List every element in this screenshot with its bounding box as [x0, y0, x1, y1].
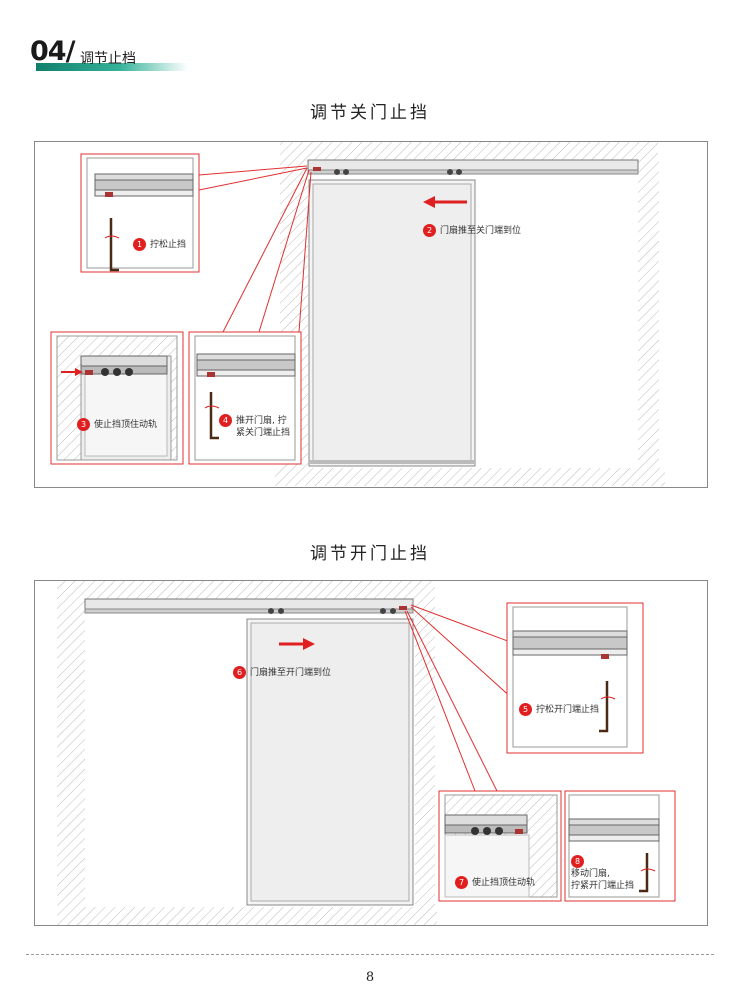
- step-badge: 1: [133, 238, 146, 251]
- step-6-text: 门扇推至开门端到位: [250, 668, 332, 678]
- step-5-label: 5 拧松开门端止挡: [519, 703, 599, 716]
- step-1-text: 拧松止挡: [150, 240, 187, 250]
- step-4-label: 4 推开门扇, 拧紧关门端止挡: [219, 414, 290, 439]
- step-5-text: 拧松开门端止挡: [536, 705, 600, 715]
- step-8-text-line1: 移动门扇,: [571, 869, 610, 879]
- step-badge: 2: [423, 224, 436, 237]
- step-2-label: 2 门扇推至关门端到位: [423, 224, 521, 237]
- step-3-label: 3 使止挡顶住动轨: [77, 418, 157, 431]
- header-accent-bar: [36, 63, 188, 71]
- step-badge: 3: [77, 418, 90, 431]
- step-2-text: 门扇推至关门端到位: [440, 226, 522, 236]
- section2-title: 调节开门止挡: [310, 544, 430, 564]
- diagram-close-stop-art: [50, 142, 665, 486]
- step-4-text-line2: 紧关门端止挡: [236, 428, 291, 438]
- step-badge: 8: [571, 855, 584, 868]
- step-badge: 7: [455, 876, 468, 889]
- diagram-open-stop-art: [57, 581, 676, 925]
- step-1-label: 1 拧松止挡: [133, 238, 186, 251]
- step-7-label: 7 使止挡顶住动轨: [455, 876, 535, 889]
- step-badge: 4: [219, 414, 232, 427]
- step-badge: 5: [519, 703, 532, 716]
- step-8-text-line2: 拧紧开门端止挡: [571, 881, 635, 891]
- step-7-text: 使止挡顶住动轨: [472, 878, 536, 888]
- step-4-text-line1: 推开门扇, 拧: [236, 416, 287, 426]
- step-3-text: 使止挡顶住动轨: [94, 420, 158, 430]
- step-6-label: 6 门扇推至开门端到位: [233, 666, 331, 679]
- section-header: 04/ 调节止档: [30, 36, 188, 76]
- page-number: 8: [365, 970, 375, 985]
- diagram-close-stop: 1 拧松止挡 2 门扇推至关门端到位 3 使止挡顶住动轨 4 推开门扇, 拧紧关门端止挡: [34, 141, 708, 488]
- footer-divider: [26, 954, 714, 955]
- step-badge: 6: [233, 666, 246, 679]
- section-subtitle: 调节止档: [80, 51, 136, 67]
- section1-title: 调节关门止挡: [310, 103, 430, 123]
- section-number: 04/: [30, 36, 75, 67]
